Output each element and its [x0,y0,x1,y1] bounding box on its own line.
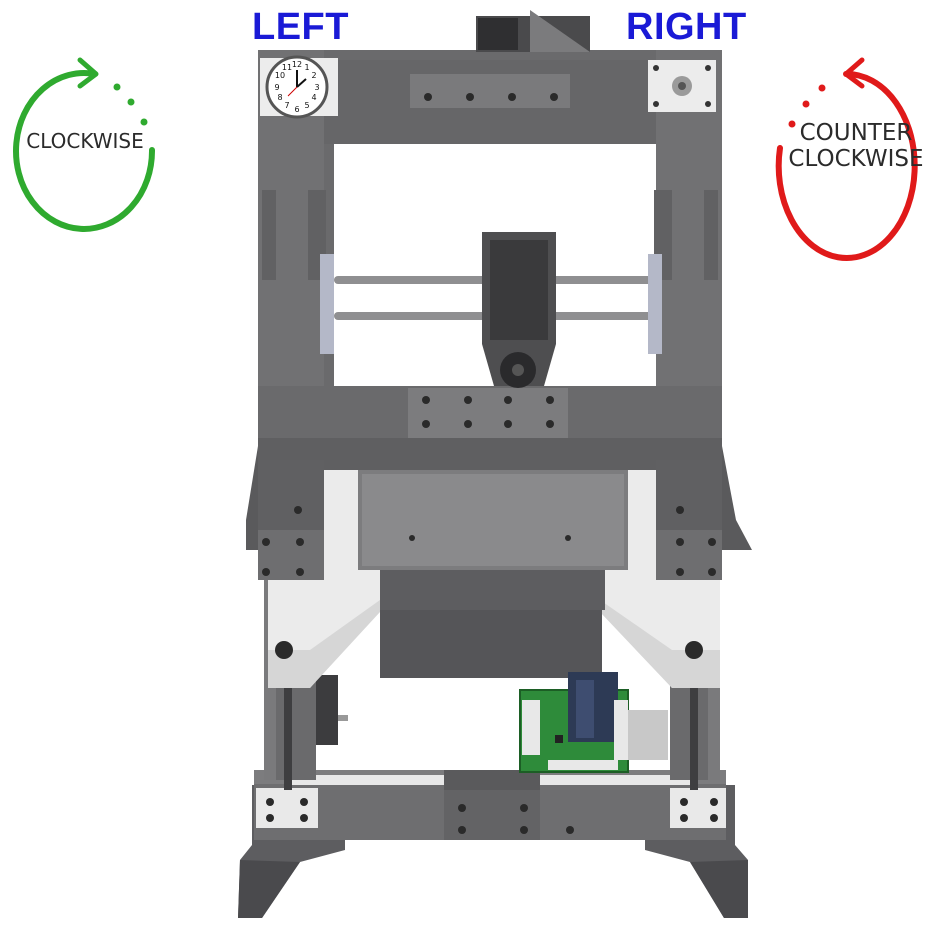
clock-numeral: 10 [275,71,285,80]
clock-numeral: 1 [304,63,309,72]
clock-numeral: 6 [294,105,299,114]
clock-numeral: 12 [292,60,302,69]
frame-bolts [262,93,716,576]
left-label: LEFT [252,6,349,48]
stepper-motor-top-right [648,60,716,112]
clock-numeral: 7 [284,101,289,110]
top-stepper-motor [476,10,590,52]
clock-numeral: 5 [304,101,309,110]
clock-numeral: 9 [274,83,279,92]
clockwise-label: CLOCKWISE [26,129,144,153]
stepper-motor-lower-left [316,675,348,745]
counter-clockwise-line1: COUNTER [799,120,913,146]
clock-numeral: 4 [311,93,316,102]
clock-numeral: 2 [311,71,316,80]
print-bed [358,470,628,678]
clockwise-arrow [13,57,156,232]
clock-numeral: 3 [314,83,319,92]
right-label: RIGHT [626,6,747,48]
counter-clockwise-arrow [775,57,918,261]
clock-icon: 12 1 2 3 4 5 6 7 8 9 10 11 [260,55,338,119]
clock-numeral: 11 [282,63,292,72]
print-head [482,232,556,388]
clock-numeral: 8 [277,93,282,102]
control-board [519,672,668,773]
base-frame [254,770,726,840]
counter-clockwise-label: COUNTER CLOCKWISE [786,120,926,173]
counter-clockwise-line2: CLOCKWISE [788,146,924,173]
